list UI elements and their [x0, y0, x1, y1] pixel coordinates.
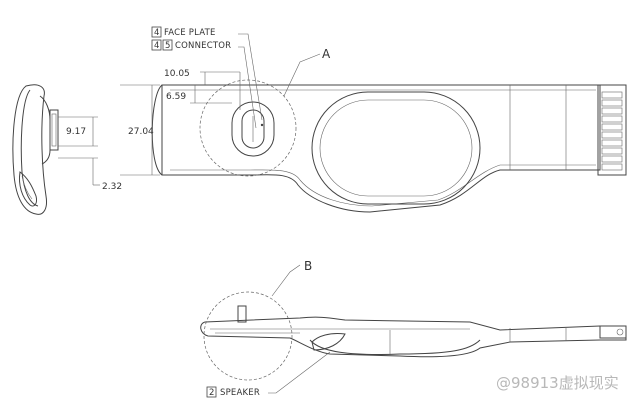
watermark: @98913虚拟现实 [496, 374, 619, 392]
connector-pins [601, 91, 623, 171]
connector-label: CONNECTOR [175, 41, 231, 51]
speaker-number: 2 [209, 388, 215, 398]
bottom-view [200, 264, 627, 394]
dim-10-05: 10.05 [164, 69, 190, 79]
dim-9-17: 9.17 [66, 127, 86, 137]
dim-6-59: 6.59 [166, 92, 186, 102]
detail-circle-a [199, 79, 297, 177]
callout-b: B [304, 259, 312, 273]
connector-number-a: 4 [154, 41, 160, 51]
face-plate-label: FACE PLATE [164, 28, 216, 38]
callout-a: A [322, 47, 331, 61]
detail-circle-b [203, 291, 293, 381]
top-view: 27.04 10.05 6.59 [120, 33, 627, 213]
speaker-label: SPEAKER [220, 388, 260, 398]
face-plate-number: 4 [154, 28, 160, 38]
dim-27-04: 27.04 [128, 127, 154, 137]
dim-2-32: 2.32 [102, 182, 122, 192]
side-view: 9.17 2.32 [12, 84, 122, 215]
connector-number-b: 5 [165, 41, 171, 51]
